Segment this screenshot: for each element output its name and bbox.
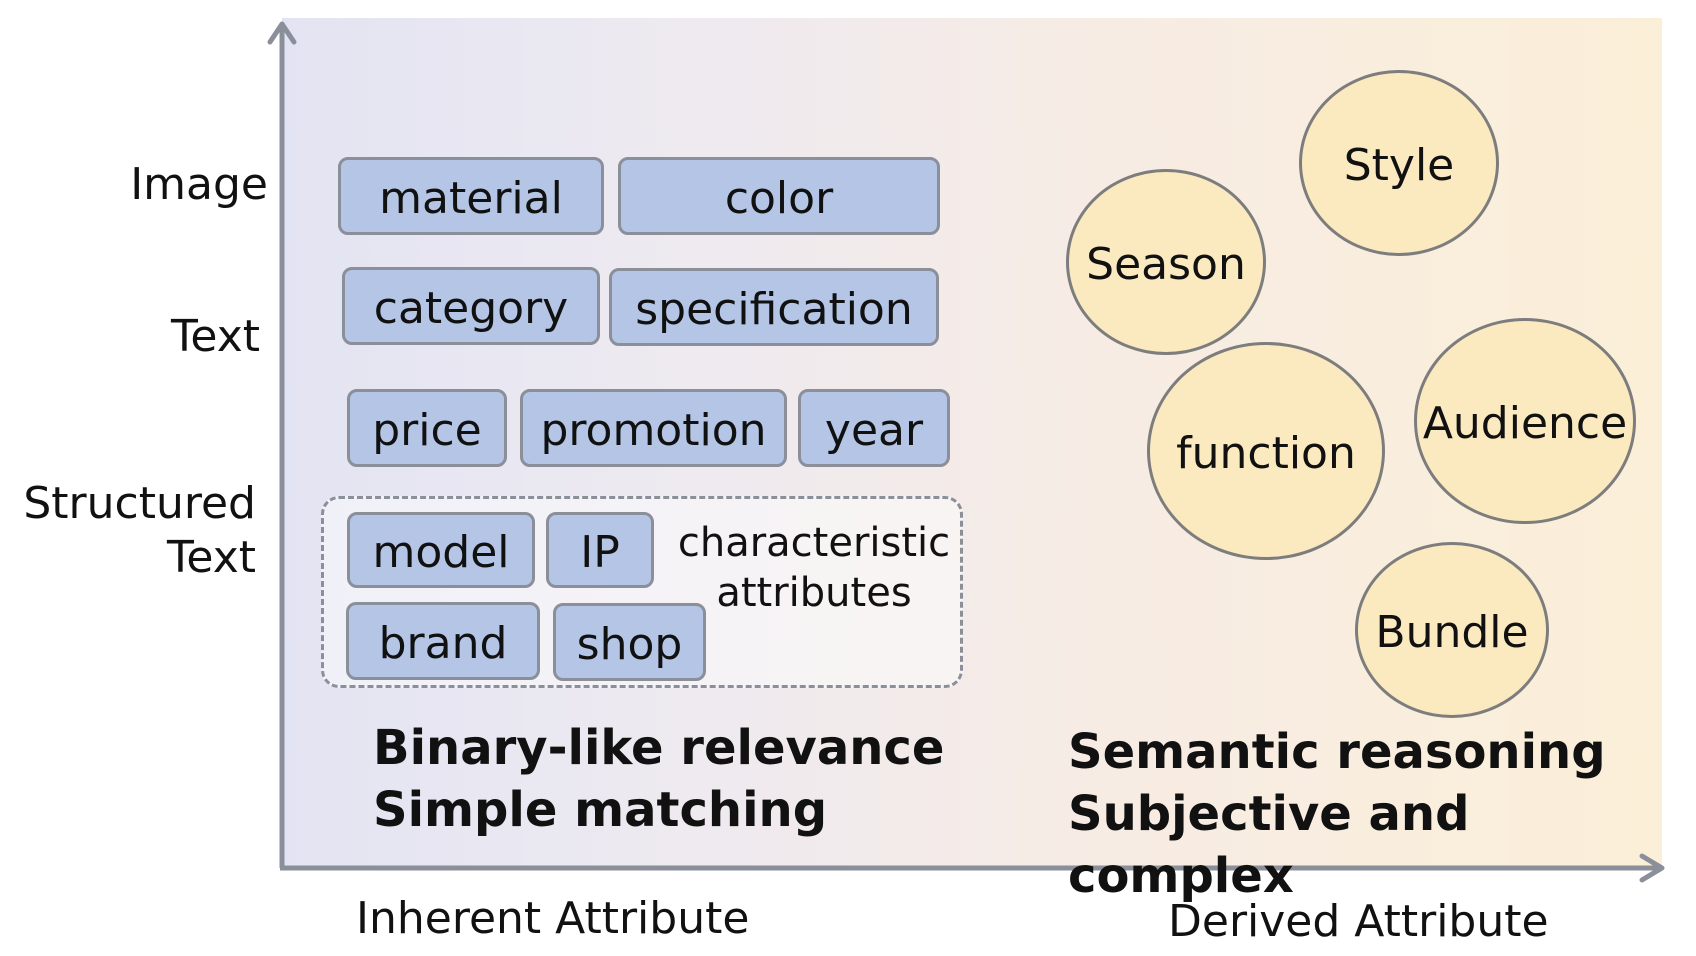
tag-ip: IP: [546, 512, 654, 588]
x-label-inherent: Inherent Attribute: [356, 893, 750, 944]
x-axis-arrow: [1639, 853, 1665, 883]
y-label-image: Image: [130, 159, 268, 210]
tag-price: price: [347, 389, 507, 467]
bubble-function: function: [1147, 342, 1385, 560]
bubble-season: Season: [1066, 169, 1266, 355]
y-label-text: Text: [171, 311, 260, 362]
tag-material: material: [338, 157, 604, 235]
tag-color: color: [618, 157, 940, 235]
tag-brand: brand: [346, 602, 540, 680]
tag-shop: shop: [553, 603, 706, 681]
y-label-structured-text: Structured Text: [23, 478, 256, 583]
bubble-audience: Audience: [1414, 318, 1636, 524]
x-label-derived: Derived Attribute: [1168, 896, 1549, 947]
characteristic-attributes-label: characteristic attributes: [677, 520, 951, 616]
y-axis-arrow: [267, 21, 297, 45]
tag-model: model: [347, 512, 535, 588]
tag-specification: specification: [609, 268, 939, 346]
bubble-bundle: Bundle: [1355, 542, 1549, 718]
inherent-caption: Binary-like relevance Simple matching: [373, 720, 945, 838]
bubble-style: Style: [1299, 70, 1499, 256]
tag-promotion: promotion: [520, 389, 787, 467]
tag-category: category: [342, 267, 600, 345]
tag-year: year: [798, 389, 950, 467]
derived-caption: Semantic reasoning Subjective and comple…: [1068, 724, 1606, 904]
